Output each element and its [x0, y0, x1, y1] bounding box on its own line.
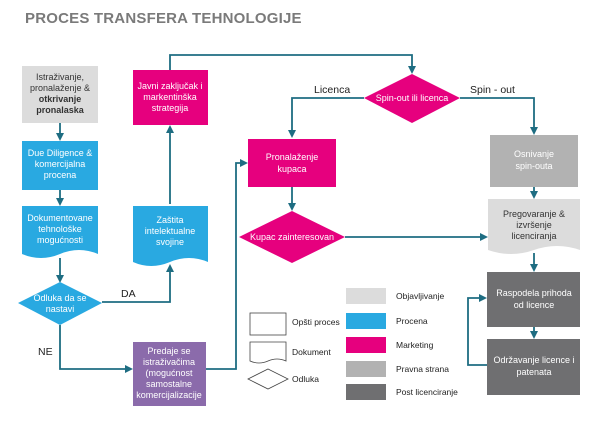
node-find-buyer-line1: Pronalaženje	[266, 152, 319, 162]
node-handover-line3: (mogućnost	[145, 368, 193, 378]
node-ip-protection: Zaštita intelektualne svojine	[133, 206, 208, 266]
node-revenue-split-line1: Raspodela prihoda	[496, 288, 572, 298]
legend-color-marketing: Marketing	[346, 337, 434, 353]
node-due-diligence-line3: procena	[44, 170, 77, 180]
node-handover-line4: samostalne	[146, 379, 192, 389]
legend-colors: Objavljivanje Procena Marketing Pravna s…	[346, 288, 458, 400]
node-negotiation-line2: izvršenje	[516, 220, 552, 230]
legend-color-process-label: Procena	[396, 316, 428, 326]
node-spinout-founding: Osnivanje spin-outa	[490, 135, 578, 187]
legend-shape-process: Opšti proces	[249, 312, 340, 336]
edge-label-licenca: Licenca	[314, 84, 350, 96]
node-ip-protection-line3: svojine	[156, 237, 184, 247]
legend-color-process: Procena	[346, 313, 428, 329]
edge-spinout-to-founding	[460, 97, 538, 135]
node-maintenance: Održavanje licence i patenata	[487, 339, 580, 395]
node-public-disclosure-line1: Javni zaključak i	[137, 81, 202, 91]
node-buyer-interested-line1: Kupac zainteresovan	[250, 232, 334, 242]
node-negotiation-line3: licenciranja	[511, 231, 556, 241]
legend-color-post-licensing: Post licenciranje	[346, 384, 458, 400]
edge-label-da: DA	[121, 288, 136, 300]
node-documented-line1: Dokumentovane	[27, 213, 93, 223]
legend-shape-document-label: Dokument	[292, 347, 331, 357]
node-negotiation: Pregovaranje & izvršenje licenciranja	[488, 199, 580, 254]
legend-shapes: Opšti proces Dokument Odluka	[247, 312, 340, 390]
node-research-line1: Istraživanje,	[36, 72, 84, 82]
node-research-line4: pronalaska	[36, 105, 85, 115]
node-spinout-or-license-line1: Spin-out ili licenca	[376, 93, 449, 103]
edge-decision-ne-to-handover	[59, 325, 133, 373]
node-documented-line2: tehnološke	[38, 224, 82, 234]
node-ip-protection-line2: intelektualne	[145, 226, 196, 236]
node-handover-line1: Predaje se	[147, 346, 190, 356]
node-revenue-split-line2: od licence	[514, 300, 555, 310]
diagram-title: PROCES TRANSFERA TEHNOLOGIJE	[25, 10, 302, 27]
node-find-buyer: Pronalaženje kupaca	[248, 139, 336, 187]
node-spinout-founding-line1: Osnivanje	[514, 149, 554, 159]
legend-color-legal: Pravna strana	[346, 361, 449, 377]
connectors	[56, 54, 538, 373]
legend-shape-process-label: Opšti proces	[292, 317, 340, 327]
legend-shape-document: Dokument	[249, 341, 331, 364]
legend-color-marketing-label: Marketing	[396, 340, 434, 350]
legend-shape-decision-label: Odluka	[292, 374, 319, 384]
node-public-disclosure: Javni zaključak i markentinška strategij…	[133, 70, 208, 125]
node-spinout-founding-line2: spin-outa	[515, 161, 552, 171]
node-due-diligence: Due Diligence & komercijalna procena	[22, 141, 98, 190]
node-maintenance-line1: Održavanje licence i	[493, 355, 574, 365]
node-research-line3: otkrivanje	[39, 94, 82, 104]
legend-color-publishing: Objavljivanje	[346, 288, 444, 304]
legend-color-publishing-label: Objavljivanje	[396, 291, 444, 301]
node-decision-continue-line2: nastavi	[46, 304, 75, 314]
edge-decision-da-to-ip	[102, 264, 174, 303]
node-spinout-or-license: Spin-out ili licenca	[364, 74, 460, 123]
legend-color-post-licensing-label: Post licenciranje	[396, 387, 458, 397]
node-buyer-interested: Kupac zainteresovan	[239, 211, 345, 263]
edge-handover-to-find-buyer	[206, 159, 248, 370]
node-public-disclosure-line2: markentinška	[143, 92, 197, 102]
node-documented-line3: mogućnosti	[37, 235, 83, 245]
edge-maintenance-loop-to-revenue	[467, 294, 487, 366]
node-revenue-split: Raspodela prihoda od licence	[487, 272, 580, 327]
node-handover: Predaje se istraživačima (mogućnost samo…	[133, 342, 206, 406]
node-negotiation-line1: Pregovaranje &	[503, 209, 565, 219]
edge-public-to-spinout-decision	[169, 54, 416, 74]
node-handover-line2: istraživačima	[143, 357, 195, 367]
node-documented: Dokumentovane tehnološke mogućnosti	[22, 206, 98, 258]
node-handover-line5: komercijalizacije	[136, 390, 202, 400]
node-decision-continue: Odluka da se nastavi	[18, 282, 102, 325]
node-research-line2: pronalaženje &	[30, 83, 90, 93]
node-public-disclosure-line3: strategija	[152, 103, 189, 113]
node-ip-protection-line1: Zaštita	[156, 215, 183, 225]
legend-color-legal-label: Pravna strana	[396, 364, 449, 374]
node-maintenance-line2: patenata	[516, 367, 551, 377]
node-due-diligence-line2: komercijalna	[35, 159, 86, 169]
legend-shape-decision: Odluka	[247, 368, 319, 390]
node-decision-continue-line1: Odluka da se	[33, 293, 86, 303]
node-research: Istraživanje, pronalaženje & otkrivanje …	[22, 66, 98, 123]
edge-label-ne: NE	[38, 346, 53, 358]
edge-licenca-to-find-buyer	[288, 97, 364, 138]
node-find-buyer-line2: kupaca	[277, 164, 306, 174]
node-due-diligence-line1: Due Diligence &	[28, 148, 93, 158]
edge-label-spin-out: Spin - out	[470, 84, 515, 96]
